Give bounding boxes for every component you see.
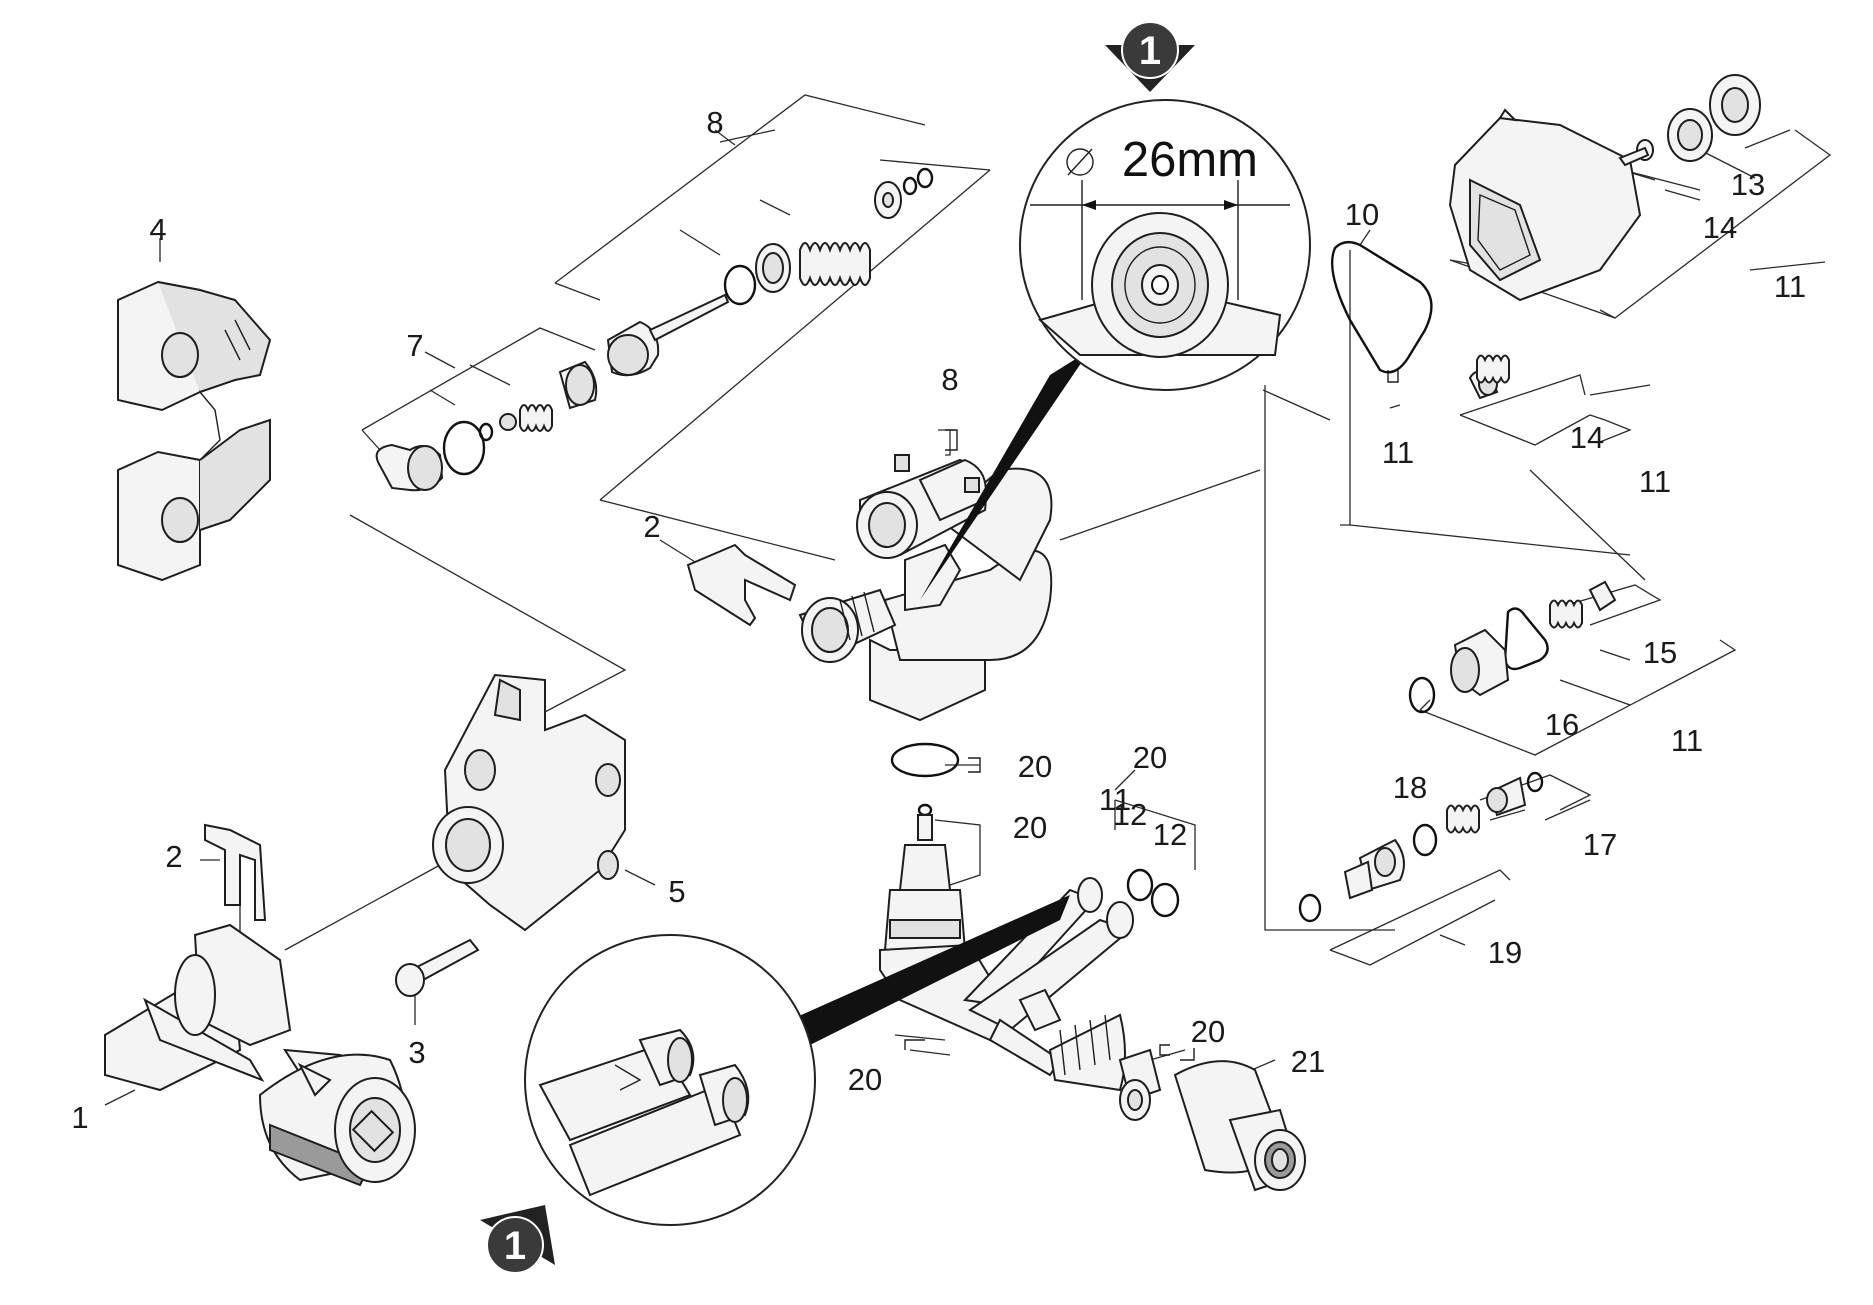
part-17-18-19-valve: [1298, 771, 1544, 923]
callout-3: 3: [408, 1035, 425, 1070]
callout-4: 4: [149, 212, 166, 247]
callout-1: 1: [71, 1100, 88, 1135]
callout-11-e: 11: [1099, 782, 1131, 817]
callout-11-c: 11: [1639, 464, 1671, 499]
callout-10: 10: [1345, 197, 1379, 232]
callout-12-a: 12: [1113, 797, 1147, 832]
callout-labels: 1 2 2 3 4 5 7 8 8 10 11 11 11 11 11 12 1…: [71, 105, 1806, 1135]
callout-11-a: 11: [1774, 269, 1806, 304]
diameter-dimension: 26mm: [1122, 133, 1258, 187]
part-2-clip-bottom: [204, 823, 267, 921]
pump-head: [798, 454, 1053, 722]
detail-marker-top: 1: [1105, 21, 1195, 92]
part-11-13-upper: [1448, 74, 1761, 302]
callout-20-d: 20: [1191, 1014, 1225, 1049]
callout-7: 7: [406, 328, 423, 363]
part-5-housing: [432, 673, 626, 932]
callout-13: 13: [1731, 167, 1765, 202]
callout-20-a: 20: [1018, 749, 1052, 784]
callout-12-b: 12: [1153, 817, 1187, 852]
callout-19: 19: [1488, 935, 1522, 970]
part-14-spring-set: [1468, 354, 1510, 400]
part-3-screw: [395, 938, 480, 997]
part-2-clip-top: [686, 543, 797, 627]
callout-20-b: 20: [1013, 810, 1047, 845]
part-8-valve-set: [606, 167, 934, 377]
connector-brackets: [904, 370, 1399, 1061]
part-4-holder: [117, 280, 272, 582]
detail-marker-bottom: 1: [480, 1205, 555, 1274]
marker-bottom-number: 1: [504, 1224, 526, 1268]
detail-view-top: 26mm: [920, 99, 1311, 600]
callout-11-d: 11: [1671, 723, 1703, 758]
part-10-seal: [1331, 240, 1433, 374]
callout-14-a: 14: [1703, 210, 1737, 245]
part-7-valve: [375, 360, 598, 492]
callout-17: 17: [1583, 827, 1617, 862]
callout-21: 21: [1291, 1044, 1325, 1079]
callout-2-top: 2: [643, 509, 660, 544]
callout-15: 15: [1643, 635, 1677, 670]
part-15-16-valve: [1408, 580, 1617, 714]
callout-5: 5: [668, 874, 685, 909]
callout-8-mid: 8: [941, 362, 958, 397]
callout-2-bottom: 2: [165, 839, 182, 874]
detail-view-bottom: [524, 895, 1070, 1226]
part-1-gun-adapter: [104, 923, 416, 1187]
callout-20-c: 20: [1133, 740, 1167, 775]
callout-18: 18: [1393, 770, 1427, 805]
callout-8-top: 8: [706, 105, 723, 140]
part-21-coupling: [1173, 1060, 1306, 1192]
callout-14-b: 14: [1570, 420, 1604, 455]
marker-top-number: 1: [1139, 29, 1161, 73]
callout-20-e: 20: [848, 1062, 882, 1097]
callout-11-b: 11: [1382, 435, 1414, 470]
callout-16: 16: [1545, 707, 1579, 742]
manifold-pipes: [879, 742, 1180, 1121]
